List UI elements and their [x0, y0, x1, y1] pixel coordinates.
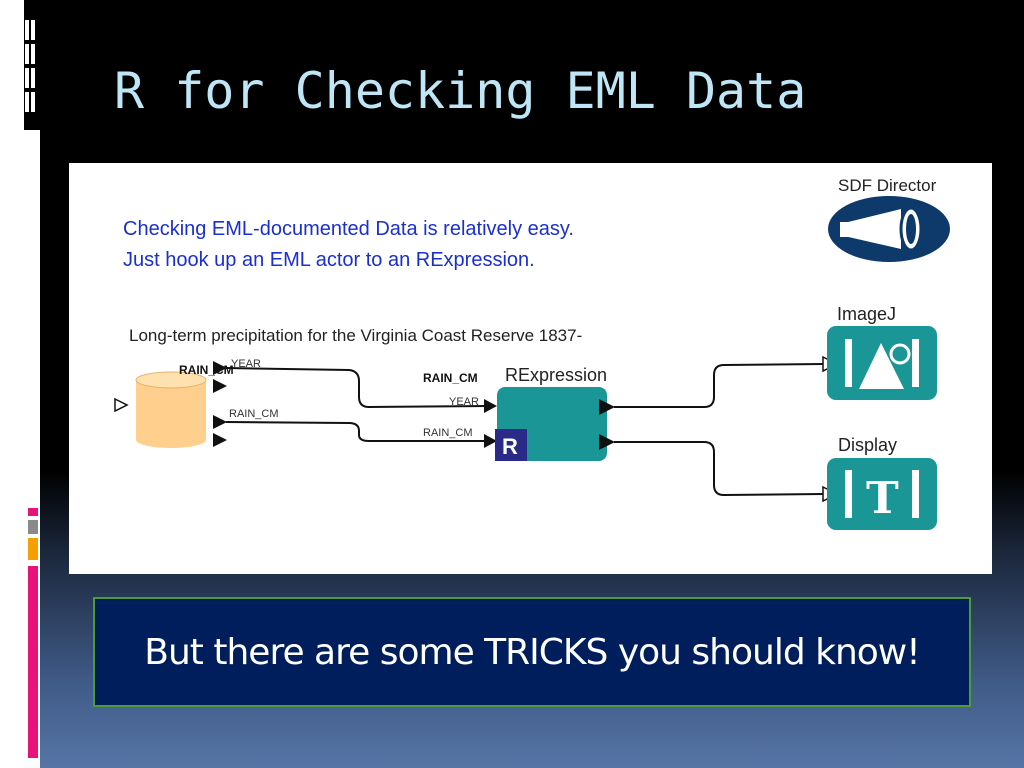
callout-text: But there are some TRICKS you should kno…	[144, 631, 920, 673]
slide-title: R for Checking EML Data	[114, 62, 807, 120]
eml-output-port-3[interactable]	[213, 415, 227, 429]
rexpr-port-overlap-label: RAIN_CM	[423, 371, 478, 385]
eml-actor-title: Long-term precipitation for the Virginia…	[129, 326, 582, 345]
svg-text:T: T	[866, 473, 899, 524]
rexpr-output-port-1[interactable]	[599, 399, 615, 415]
connection-wires	[225, 363, 825, 497]
imagej-label: ImageJ	[837, 304, 896, 324]
display-label: Display	[838, 435, 897, 455]
intro-line-2: Just hook up an EML actor to an RExpress…	[123, 249, 535, 271]
display-text-icon[interactable]: T	[827, 458, 937, 530]
eml-output-port-2[interactable]	[213, 379, 227, 393]
decorative-grid	[24, 0, 40, 130]
rexpr-output-port-2[interactable]	[599, 434, 615, 450]
director-megaphone-icon[interactable]	[828, 196, 950, 262]
intro-line-1: Checking EML-documented Data is relative…	[123, 218, 574, 240]
imagej-mountain-icon[interactable]	[827, 326, 937, 400]
r-badge-icon: R	[495, 429, 527, 461]
callout-box: But there are some TRICKS you should kno…	[93, 597, 971, 707]
eml-port-overlap-label: RAIN_CM	[179, 363, 234, 377]
workflow-diagram: Checking EML-documented Data is relative…	[69, 163, 992, 574]
eml-port-rain-label: RAIN_CM	[229, 408, 279, 420]
rexpr-input-port-rain[interactable]	[484, 434, 497, 448]
rexpr-title: RExpression	[505, 365, 607, 385]
rexpr-port-year-label: YEAR	[449, 396, 479, 408]
eml-input-port[interactable]	[114, 397, 129, 413]
eml-output-port-1[interactable]	[213, 361, 227, 375]
director-label: SDF Director	[838, 176, 937, 195]
eml-database-icon[interactable]	[135, 371, 207, 448]
accent-color-bars	[28, 508, 38, 758]
workflow-canvas: Checking EML-documented Data is relative…	[114, 176, 950, 530]
eml-output-port-4[interactable]	[213, 433, 227, 447]
rexpr-port-rain-label: RAIN_CM	[423, 427, 473, 439]
svg-text:R: R	[502, 434, 518, 459]
rexpr-input-port-year[interactable]	[484, 399, 497, 413]
eml-port-year-label: YEAR	[231, 358, 261, 370]
